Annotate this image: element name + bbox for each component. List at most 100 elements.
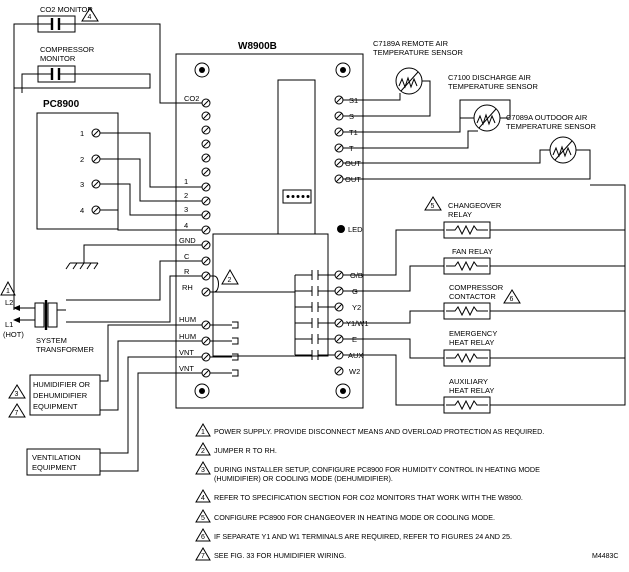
compressor-monitor-label-2: MONITOR	[40, 54, 76, 63]
relay-2-label-1: FAN RELAY	[452, 247, 493, 256]
sensor-1-label-1: C7189A REMOTE AIR	[373, 39, 449, 48]
svg-text:5: 5	[201, 515, 205, 522]
note-7: 7 SEE FIG. 33 FOR HUMIDIFIER WIRING.	[195, 547, 346, 561]
svg-text:1: 1	[184, 177, 188, 186]
co2-monitor-label: CO2 MONITOR	[40, 5, 93, 14]
callout-triangle-4-top: 4	[81, 7, 99, 22]
humidifier-label-3: EQUIPMENT	[33, 402, 78, 411]
relay-5-label-2: HEAT RELAY	[449, 386, 494, 395]
svg-text:(HUMIDIFIER) OR COOLING MODE (: (HUMIDIFIER) OR COOLING MODE (DEHUMIDIFI…	[214, 474, 393, 483]
compressor-monitor-label-1: COMPRESSOR	[40, 45, 95, 54]
transformer-label-1: SYSTEM	[36, 336, 67, 345]
callout-triangle-3-left: 3	[8, 384, 26, 399]
svg-text:C: C	[184, 252, 190, 261]
callout-triangle-2: 2	[221, 268, 239, 285]
relay-3-label-1: COMPRESSOR	[449, 283, 504, 292]
pc8900-terminals: 1 2 3 4	[80, 128, 101, 215]
sensor-2-symbol	[473, 104, 501, 132]
svg-text:6: 6	[201, 534, 205, 541]
humidifier-label-1: HUMIDIFIER OR	[33, 380, 91, 389]
callout-triangle-6: 6	[503, 289, 521, 304]
svg-text:3: 3	[15, 391, 19, 398]
ventilation-label-1: VENTILATION	[32, 453, 81, 462]
pc8900-box	[36, 112, 119, 230]
svg-text:W2: W2	[349, 367, 360, 376]
hot-label: (HOT)	[3, 330, 24, 339]
svg-text:HUM: HUM	[179, 315, 196, 324]
jumper-r-rh	[210, 275, 219, 293]
led-indicator	[337, 225, 345, 233]
humidifier-box	[29, 374, 101, 416]
compressor-monitor-symbol	[37, 65, 76, 83]
left-terminal-block: CO2 1 2 3 4 GND C R RH HUM HUM VNT VNT	[179, 94, 211, 378]
sensor-1-label-2: TEMPERATURE SENSOR	[373, 48, 463, 57]
svg-text:4: 4	[88, 14, 92, 21]
svg-text:R: R	[184, 267, 190, 276]
svg-text:2: 2	[228, 277, 232, 284]
svg-text:JUMPER R TO RH.: JUMPER R TO RH.	[214, 446, 277, 455]
note-3: 3 DURING INSTALLER SETUP, CONFIGURE PC89…	[195, 461, 540, 483]
relay-3-label-2: CONTACTOR	[449, 292, 496, 301]
svg-text:1: 1	[80, 129, 84, 138]
svg-text:3: 3	[80, 180, 84, 189]
svg-text:VNT: VNT	[179, 348, 194, 357]
callout-triangle-1: 1	[0, 280, 16, 296]
svg-text:CO2: CO2	[184, 94, 199, 103]
svg-text:5: 5	[431, 203, 435, 210]
relay-4-label-2: HEAT RELAY	[449, 338, 494, 347]
note-6: 6 IF SEPARATE Y1 AND W1 TERMINALS ARE RE…	[195, 528, 512, 542]
svg-text:REFER TO SPECIFICATION SECTION: REFER TO SPECIFICATION SECTION FOR CO2 M…	[214, 493, 523, 502]
sensor-3-label-1: C7089A OUTDOOR AIR	[506, 113, 588, 122]
controller-title: W8900B	[238, 41, 277, 52]
inner-circuit-board	[277, 79, 316, 235]
relay-5-label-1: AUXILIARY	[449, 377, 488, 386]
connector-header	[282, 189, 312, 204]
svg-text:RH: RH	[182, 283, 193, 292]
svg-text:SEE FIG. 33 FOR HUMIDIFIER WIR: SEE FIG. 33 FOR HUMIDIFIER WIRING.	[214, 551, 346, 560]
l1-label: L1	[5, 320, 13, 329]
svg-text:3: 3	[184, 205, 188, 214]
svg-text:7: 7	[201, 553, 205, 560]
l2-label: L2	[5, 298, 13, 307]
svg-text:GND: GND	[179, 236, 196, 245]
svg-text:HUM: HUM	[179, 332, 196, 341]
svg-text:4: 4	[80, 206, 84, 215]
humidifier-label-2: DEHUMIDIFIER	[33, 391, 88, 400]
svg-text:1: 1	[6, 288, 10, 295]
callout-triangle-5: 5	[424, 196, 442, 211]
relay-4-label-1: EMERGENCY	[449, 329, 497, 338]
svg-text:2: 2	[184, 191, 188, 200]
svg-text:CONFIGURE PC8900 FOR CHANGEOVE: CONFIGURE PC8900 FOR CHANGEOVER IN HEATI…	[214, 513, 495, 522]
note-2: 2 JUMPER R TO RH.	[195, 442, 277, 456]
sensor-2-label-1: C7100 DISCHARGE AIR	[448, 73, 532, 82]
svg-text:DURING INSTALLER SETUP, CONFIG: DURING INSTALLER SETUP, CONFIGURE PC8900…	[214, 465, 540, 474]
mounting-screws	[194, 62, 351, 399]
note-1: 1 POWER SUPPLY. PROVIDE DISCONNECT MEANS…	[195, 423, 544, 437]
relay-wiring	[343, 184, 626, 406]
svg-text:4: 4	[201, 495, 205, 502]
left-wiring	[13, 23, 202, 472]
svg-text:VNT: VNT	[179, 364, 194, 373]
sensor-2-label-2: TEMPERATURE SENSOR	[448, 82, 538, 91]
sensor-3-symbol	[549, 136, 577, 164]
svg-text:IF SEPARATE Y1 AND W1 TERMINAL: IF SEPARATE Y1 AND W1 TERMINALS ARE REQU…	[214, 532, 512, 541]
svg-text:2: 2	[80, 155, 84, 164]
svg-text:6: 6	[510, 296, 514, 303]
relay-1-label-1: CHANGEOVER	[448, 201, 502, 210]
sensor-3-label-2: TEMPERATURE SENSOR	[506, 122, 596, 131]
note-5: 5 CONFIGURE PC8900 FOR CHANGEOVER IN HEA…	[195, 509, 495, 523]
sensor-1-symbol	[395, 67, 423, 95]
relay-board	[212, 233, 329, 357]
ventilation-label-2: EQUIPMENT	[32, 463, 77, 472]
svg-text:2: 2	[201, 448, 205, 455]
svg-text:4: 4	[184, 221, 188, 230]
system-transformer	[13, 300, 66, 330]
led-label: LED	[348, 225, 363, 234]
ventilation-box	[26, 448, 101, 476]
svg-text:Y2: Y2	[352, 303, 361, 312]
svg-text:1: 1	[201, 429, 205, 436]
svg-text:7: 7	[15, 410, 19, 417]
svg-text:3: 3	[201, 467, 205, 474]
